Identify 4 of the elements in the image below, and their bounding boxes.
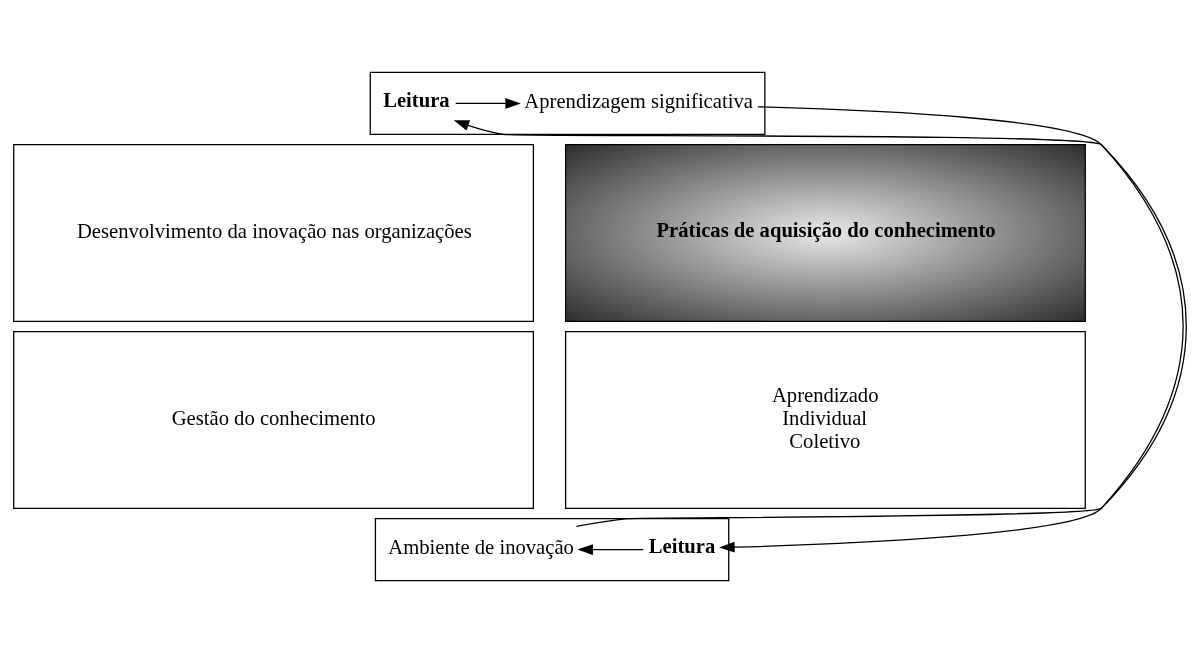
node-text: Ambiente de inovação xyxy=(388,536,574,559)
node-text: Aprendizagem significativa xyxy=(524,90,753,113)
node-text: Leitura xyxy=(648,535,716,558)
node-text: Leitura xyxy=(383,89,450,112)
